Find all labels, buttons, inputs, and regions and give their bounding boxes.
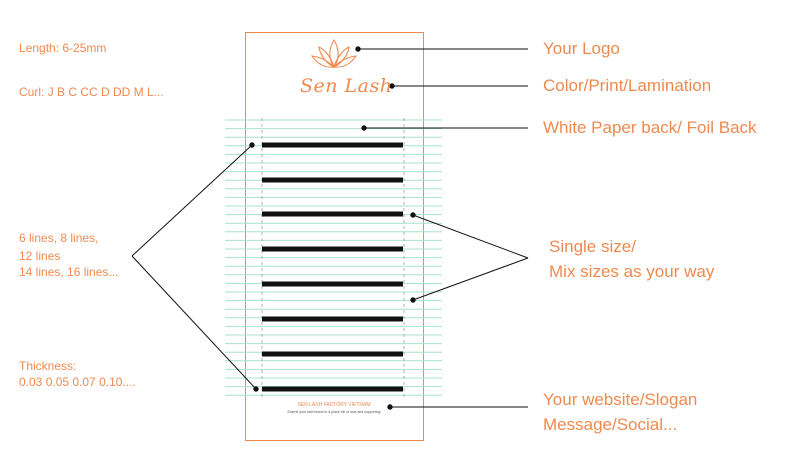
lash-strip [262,177,403,183]
lash-strip [262,351,403,357]
lash-strip [262,246,403,252]
lines-label-3: 14 lines, 16 lines... [19,265,119,279]
size-callout-line-2: Mix sizes as your way [549,262,715,281]
curl-label: Curl: J B C CC D DD M L... [19,85,164,99]
connectors [131,46,529,410]
lash-strips [262,142,403,392]
lotus-icon [310,38,358,69]
lines-label-2: 12 lines [19,249,61,263]
card-footer-title: SEN LASH FACTORY VIETNAM [297,402,371,408]
lines-label-1: 6 lines, 8 lines, [19,231,99,245]
lash-strip [262,281,403,287]
lash-strip [262,142,403,148]
lash-strip [262,316,403,322]
length-label: Length: 6-25mm [19,41,107,55]
lash-card-outline [245,32,424,441]
logo-callout: Your Logo [543,39,620,58]
website-callout-line-1: Your website/Slogan [543,390,698,409]
thickness-title: Thickness: [19,359,77,373]
size-callout-line-1: Single size/ [549,237,636,256]
card-brand-name: Sen Lash [300,75,393,97]
thickness-values: 0.03 0.05 0.07 0.10.... [19,375,136,389]
website-callout-line-2: Message/Social... [543,415,678,434]
color-callout: Color/Print/Lamination [543,76,712,95]
card-footer-subtitle: Extend your lash brand to a place full o… [287,410,381,414]
back-callout: White Paper back/ Foil Back [543,118,757,137]
lash-strip [262,386,403,392]
lash-strip [262,211,403,217]
